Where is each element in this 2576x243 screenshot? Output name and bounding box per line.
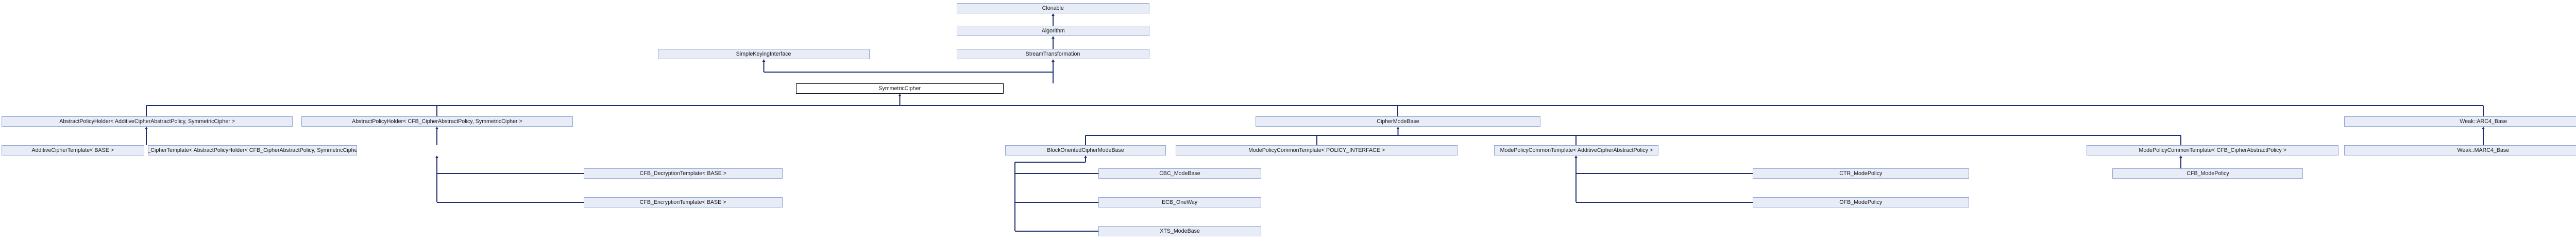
class-node-label: AbstractPolicyHolder< CFB_CipherAbstract…	[352, 118, 522, 125]
class-node-aph-cfb[interactable]: AbstractPolicyHolder< CFB_CipherAbstract…	[301, 116, 573, 127]
class-node-mpct-additive[interactable]: ModePolicyCommonTemplate< AdditiveCipher…	[1494, 145, 1658, 155]
class-node-label: ModePolicyCommonTemplate< CFB_CipherAbst…	[2139, 147, 2286, 153]
class-node-label: CBC_ModeBase	[1159, 170, 1200, 177]
class-node-label: StreamTransformation	[1026, 50, 1080, 57]
class-node-label: AdditiveCipherTemplate< BASE >	[31, 147, 114, 153]
class-node-ofb-modepolicy[interactable]: OFB_ModePolicy	[1753, 197, 1969, 207]
class-node-streamtransform[interactable]: StreamTransformation	[957, 49, 1149, 59]
class-node-cfb-dec[interactable]: CFB_DecryptionTemplate< BASE >	[584, 168, 783, 179]
class-node-aph-additive[interactable]: AbstractPolicyHolder< AdditiveCipherAbst…	[2, 116, 293, 127]
class-node-cbc-modebase[interactable]: CBC_ModeBase	[1098, 168, 1261, 179]
class-node-cfb-enc[interactable]: CFB_EncryptionTemplate< BASE >	[584, 197, 783, 207]
class-node-symmetriccipher[interactable]: SymmetricCipher	[796, 83, 1004, 94]
class-node-label: ECB_OneWay	[1162, 199, 1198, 205]
class-node-weak-marc4[interactable]: Weak::MARC4_Base	[2344, 145, 2576, 155]
class-node-cfb-ciphertpl[interactable]: CFB_CipherTemplate< AbstractPolicyHolder…	[148, 145, 357, 155]
class-node-label: OFB_ModePolicy	[1839, 199, 1883, 205]
class-node-label: Weak::MARC4_Base	[2457, 147, 2510, 153]
class-node-weak-arc4[interactable]: Weak::ARC4_Base	[2344, 116, 2576, 127]
class-node-additiveciphertpl[interactable]: AdditiveCipherTemplate< BASE >	[2, 145, 144, 155]
class-node-ecb-oneway[interactable]: ECB_OneWay	[1098, 197, 1261, 207]
class-node-label: CFB_DecryptionTemplate< BASE >	[639, 170, 727, 177]
class-node-label: CTR_ModePolicy	[1839, 170, 1883, 177]
class-node-label: SymmetricCipher	[878, 85, 921, 92]
class-node-label: Weak::ARC4_Base	[2460, 118, 2507, 125]
class-node-clonable[interactable]: Clonable	[957, 3, 1149, 13]
class-node-label: CFB_CipherTemplate< AbstractPolicyHolder…	[148, 147, 357, 153]
class-node-label: CFB_ModePolicy	[2186, 170, 2229, 177]
class-node-label: AbstractPolicyHolder< AdditiveCipherAbst…	[59, 118, 235, 125]
class-node-ciphermodebase[interactable]: CipherModeBase	[1256, 116, 1540, 127]
class-node-simplekeying[interactable]: SimpleKeyingInterface	[658, 49, 870, 59]
class-node-label: BlockOrientedCipherModeBase	[1047, 147, 1124, 153]
class-node-cfb-modepolicy[interactable]: CFB_ModePolicy	[2112, 168, 2303, 179]
class-node-label: SimpleKeyingInterface	[736, 50, 791, 57]
class-node-label: ModePolicyCommonTemplate< POLICY_INTERFA…	[1248, 147, 1385, 153]
class-node-mpct-cfb[interactable]: ModePolicyCommonTemplate< CFB_CipherAbst…	[2087, 145, 2338, 155]
class-node-label: XTS_ModeBase	[1160, 228, 1200, 234]
class-node-label: Algorithm	[1041, 27, 1065, 34]
class-node-label: Clonable	[1042, 5, 1064, 11]
class-node-label: ModePolicyCommonTemplate< AdditiveCipher…	[1500, 147, 1653, 153]
class-node-ctr-modepolicy[interactable]: CTR_ModePolicy	[1753, 168, 1969, 179]
class-node-xts-modebase[interactable]: XTS_ModeBase	[1098, 226, 1261, 236]
class-node-blockoriented[interactable]: BlockOrientedCipherModeBase	[1005, 145, 1166, 155]
class-node-mpct-policy[interactable]: ModePolicyCommonTemplate< POLICY_INTERFA…	[1176, 145, 1458, 155]
class-node-label: CFB_EncryptionTemplate< BASE >	[640, 199, 726, 205]
class-node-algorithm[interactable]: Algorithm	[957, 26, 1149, 36]
class-node-label: CipherModeBase	[1377, 118, 1419, 125]
